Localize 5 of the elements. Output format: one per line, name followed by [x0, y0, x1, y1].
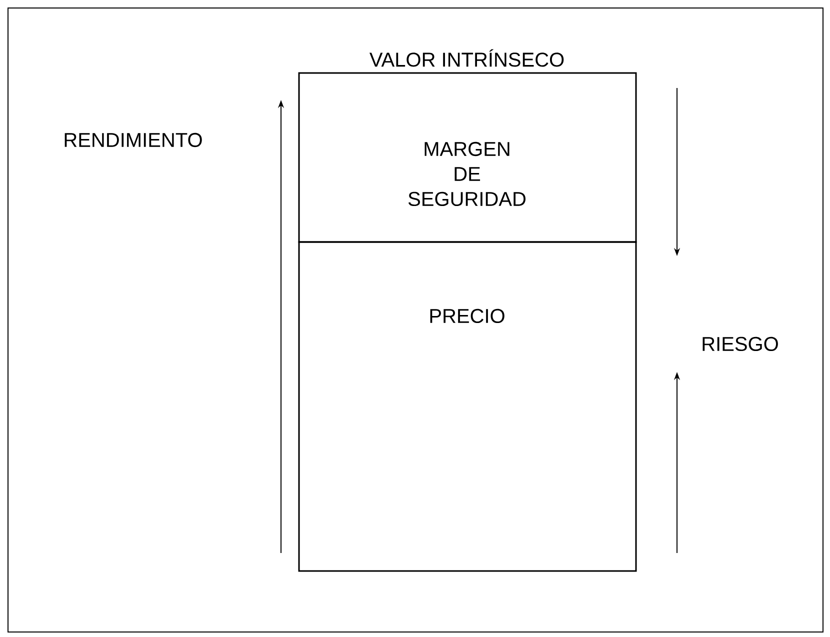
section-box: PRECIO: [298, 241, 637, 572]
axis-label: RENDIMIENTO: [64, 132, 202, 148]
section-box: VALOR INTRÍNSECO MARGEN DE SEGURIDAD: [298, 49, 637, 243]
node-label: VALOR INTRÍNSECO: [369, 49, 564, 67]
axis-label: RIESGO: [702, 336, 778, 352]
